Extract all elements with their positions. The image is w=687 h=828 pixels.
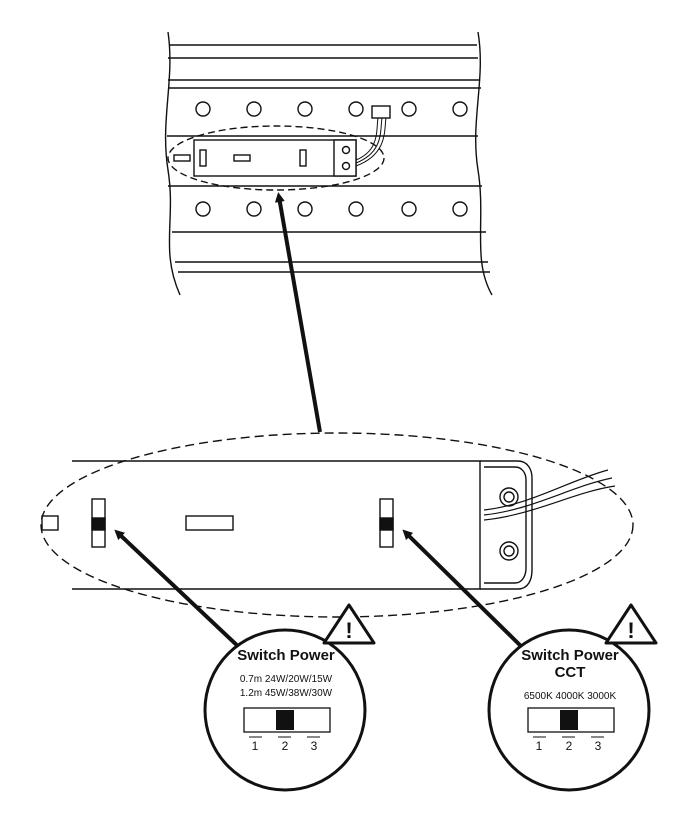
cct-options: 6500K 4000K 3000K [524, 691, 617, 702]
power-switch-arrow [114, 529, 244, 652]
svg-text:!: ! [345, 618, 352, 643]
cct-switch-arrow [402, 529, 532, 657]
break-edge-left [164, 31, 181, 296]
power-callout: ! Switch Power 0.7m 24W/20W/15W 1.2m 45W… [203, 603, 376, 792]
power-switch-knob [276, 710, 294, 730]
cct-callout: ! Switch Power CCT 6500K 4000K 3000K 1 2… [487, 603, 658, 792]
power-pos-3: 3 [311, 739, 318, 753]
warning-triangle-icon: ! [322, 603, 376, 645]
driver-small [193, 139, 357, 177]
mounting-holes-top-row [195, 101, 468, 117]
cct-pos-3: 3 [595, 739, 602, 753]
warning-triangle-icon: ! [604, 603, 658, 645]
power-title: Switch Power [237, 647, 335, 664]
mounting-holes-bottom-row [195, 201, 468, 217]
power-line-1: 0.7m 24W/20W/15W [240, 674, 333, 685]
connector [371, 105, 391, 119]
break-edge-right [475, 31, 493, 296]
cct-pos-2: 2 [566, 739, 573, 753]
fixture-top-view [164, 31, 493, 296]
power-pos-1: 1 [252, 739, 259, 753]
detail-ellipse-large [40, 432, 634, 618]
detail-ellipse-small [167, 125, 385, 191]
cct-title-1: Switch Power [521, 647, 619, 664]
power-pos-2: 2 [282, 739, 289, 753]
cct-switch-knob [560, 710, 578, 730]
cct-title-2: CCT [555, 664, 586, 681]
power-line-2: 1.2m 45W/38W/30W [240, 688, 333, 699]
svg-text:!: ! [627, 618, 634, 643]
detail-arrow [274, 192, 322, 433]
enlarged-driver-view [40, 432, 634, 618]
cct-pos-1: 1 [536, 739, 543, 753]
